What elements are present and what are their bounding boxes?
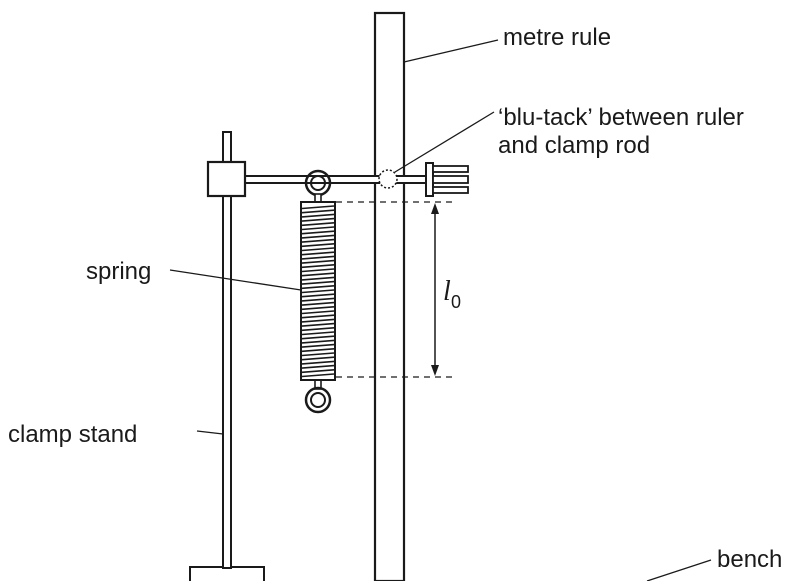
spring-coils (301, 205, 335, 378)
spring-coil (301, 293, 335, 298)
spring-coil (301, 335, 335, 340)
spring-coil (301, 356, 335, 361)
spring-coil (301, 276, 335, 281)
label-blu-tack-line2: and clamp rod (498, 132, 650, 159)
clamp-jaws (425, 162, 469, 197)
leader-clamp-stand (196, 430, 224, 435)
spring-coil (301, 331, 335, 336)
metre-rule (373, 11, 406, 581)
spring-coil (301, 230, 335, 235)
spring-coil (301, 255, 335, 260)
spring-coil (301, 217, 335, 222)
spring-coil (301, 348, 335, 353)
spring-coil (301, 364, 335, 369)
spring-coil (301, 339, 335, 344)
spring-bottom-ring (304, 386, 332, 414)
spring-coil (301, 238, 335, 243)
spring-coil (301, 268, 335, 273)
spring-coil (301, 322, 335, 327)
length-subscript: 0 (451, 292, 461, 312)
spring-coil (301, 280, 335, 285)
spring-coil (301, 289, 335, 294)
spring-coil (301, 259, 335, 264)
spring-coil (301, 264, 335, 269)
spring-coil (301, 222, 335, 227)
spring-coil (301, 251, 335, 256)
length-arrow (431, 203, 439, 376)
leader-bench (646, 559, 712, 581)
blu-tack (378, 169, 398, 189)
spring-coil (301, 369, 335, 374)
label-spring: spring (86, 258, 151, 285)
leader-metre-rule (403, 39, 499, 63)
spring-coil (301, 373, 335, 378)
spring-coil (301, 306, 335, 311)
leader-spring (169, 269, 302, 291)
spring-coil (301, 234, 335, 239)
spring-coil (301, 272, 335, 277)
spring-coil (301, 243, 335, 248)
spring-coil (301, 285, 335, 290)
label-metre-rule: metre rule (503, 24, 611, 51)
spring-coil (301, 209, 335, 214)
spring-coil (301, 310, 335, 315)
spring-coil (301, 360, 335, 365)
label-clamp-stand: clamp stand (8, 421, 137, 448)
leader-blu-tack (394, 111, 495, 173)
spring-coil (301, 205, 335, 210)
spring-coil (301, 343, 335, 348)
spring-coil (301, 247, 335, 252)
spring-coil (301, 301, 335, 306)
spring-coil (301, 314, 335, 319)
clamp-stand-rod (222, 131, 232, 569)
length-symbol: l (443, 276, 451, 307)
spring-coil (301, 352, 335, 357)
boss-clamp (206, 160, 247, 198)
spring-coil (301, 327, 335, 332)
label-bench: bench (717, 546, 782, 573)
spring-coil (301, 226, 335, 231)
label-blu-tack-line1: ‘blu-tack’ between ruler (498, 104, 744, 131)
spring-coil (301, 297, 335, 302)
clamp-stand-base (189, 566, 265, 581)
clamp-rod (244, 175, 427, 184)
spring-coil (301, 213, 335, 218)
spring-coil (301, 318, 335, 323)
